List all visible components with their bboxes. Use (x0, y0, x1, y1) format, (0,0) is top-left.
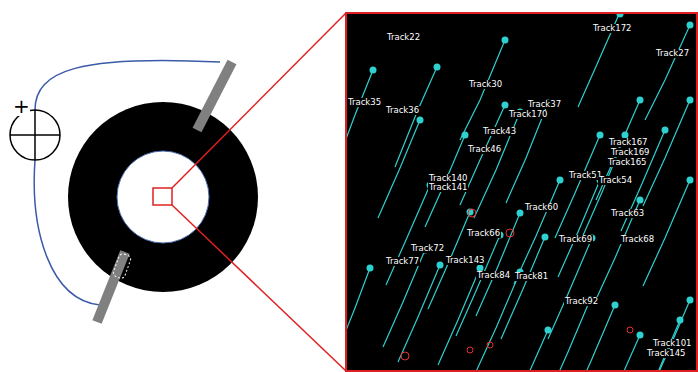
track-label: Track54 (598, 176, 633, 185)
polarity-sign: + (13, 96, 30, 116)
red-marks (401, 209, 633, 360)
track-label: Track27 (655, 49, 690, 58)
electrode (197, 62, 232, 130)
track-label: Track143 (445, 256, 485, 265)
track-label: Track81 (514, 272, 549, 281)
particle-tracks (346, 13, 690, 372)
dotted-outline (112, 253, 131, 280)
track-label: Track140 (428, 174, 468, 183)
track-label: Track169 (610, 148, 650, 157)
track-label: Track36 (385, 106, 420, 115)
track-label: Track172 (592, 24, 632, 33)
zoom-panel (346, 13, 698, 372)
track-label: Track63 (610, 209, 645, 218)
zoom-box (153, 188, 172, 205)
track-label: Track66 (466, 229, 501, 238)
source-symbol (34, 110, 36, 160)
track-label: Track46 (467, 145, 502, 154)
track-label: Track77 (385, 257, 420, 266)
track-label: Track35 (347, 98, 382, 107)
zoom-line (172, 205, 346, 371)
wire (35, 60, 220, 110)
track-label: Track92 (564, 297, 599, 306)
electrode (97, 252, 125, 322)
track-label: Track167 (608, 138, 648, 147)
track-label: Track72 (410, 244, 445, 253)
track-label: Track60 (524, 203, 559, 212)
track-label: Track22 (386, 33, 421, 42)
source-symbol (10, 110, 60, 160)
zoom-line (172, 13, 346, 188)
track-label: Track145 (646, 349, 686, 358)
track-label: Track165 (607, 158, 647, 167)
track-label: Track30 (468, 80, 503, 89)
track-label: Track69 (558, 235, 593, 244)
track-label: Track84 (476, 271, 511, 280)
track-label: Track101 (652, 339, 692, 348)
track-label: Track37 (527, 100, 562, 109)
track-label: Track43 (482, 127, 517, 136)
particle-dots (367, 13, 694, 339)
track-label: Track68 (620, 235, 655, 244)
track-label: Track141 (428, 183, 468, 192)
track-label: Track170 (508, 110, 548, 119)
zoom-frame (346, 13, 697, 371)
